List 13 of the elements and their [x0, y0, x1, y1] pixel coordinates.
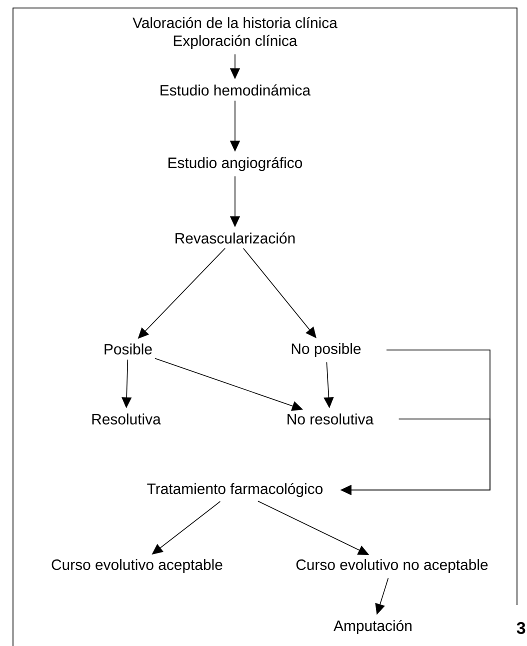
flow-text: Curso evolutivo no aceptable	[296, 559, 488, 573]
flow-text: Curso evolutivo aceptable	[52, 559, 222, 573]
flow-text: Estudio angiográfico	[168, 156, 302, 172]
flow-text: Revascularización	[176, 232, 295, 244]
flow-text: Amputación	[334, 620, 412, 634]
flow-text: Estudio hemodinámica	[160, 84, 311, 96]
page-number: 3	[516, 622, 526, 634]
flow-text: Posible	[104, 344, 152, 354]
flow-text: No resolutiva	[288, 414, 374, 424]
flow-text: No posible	[292, 343, 361, 357]
flow-text: Valoración de la historia clínica Exploración clínica	[132, 17, 338, 50]
flow-text: Resolutiva	[92, 414, 161, 424]
flow-text: Tratamiento farmacológico	[147, 482, 323, 498]
